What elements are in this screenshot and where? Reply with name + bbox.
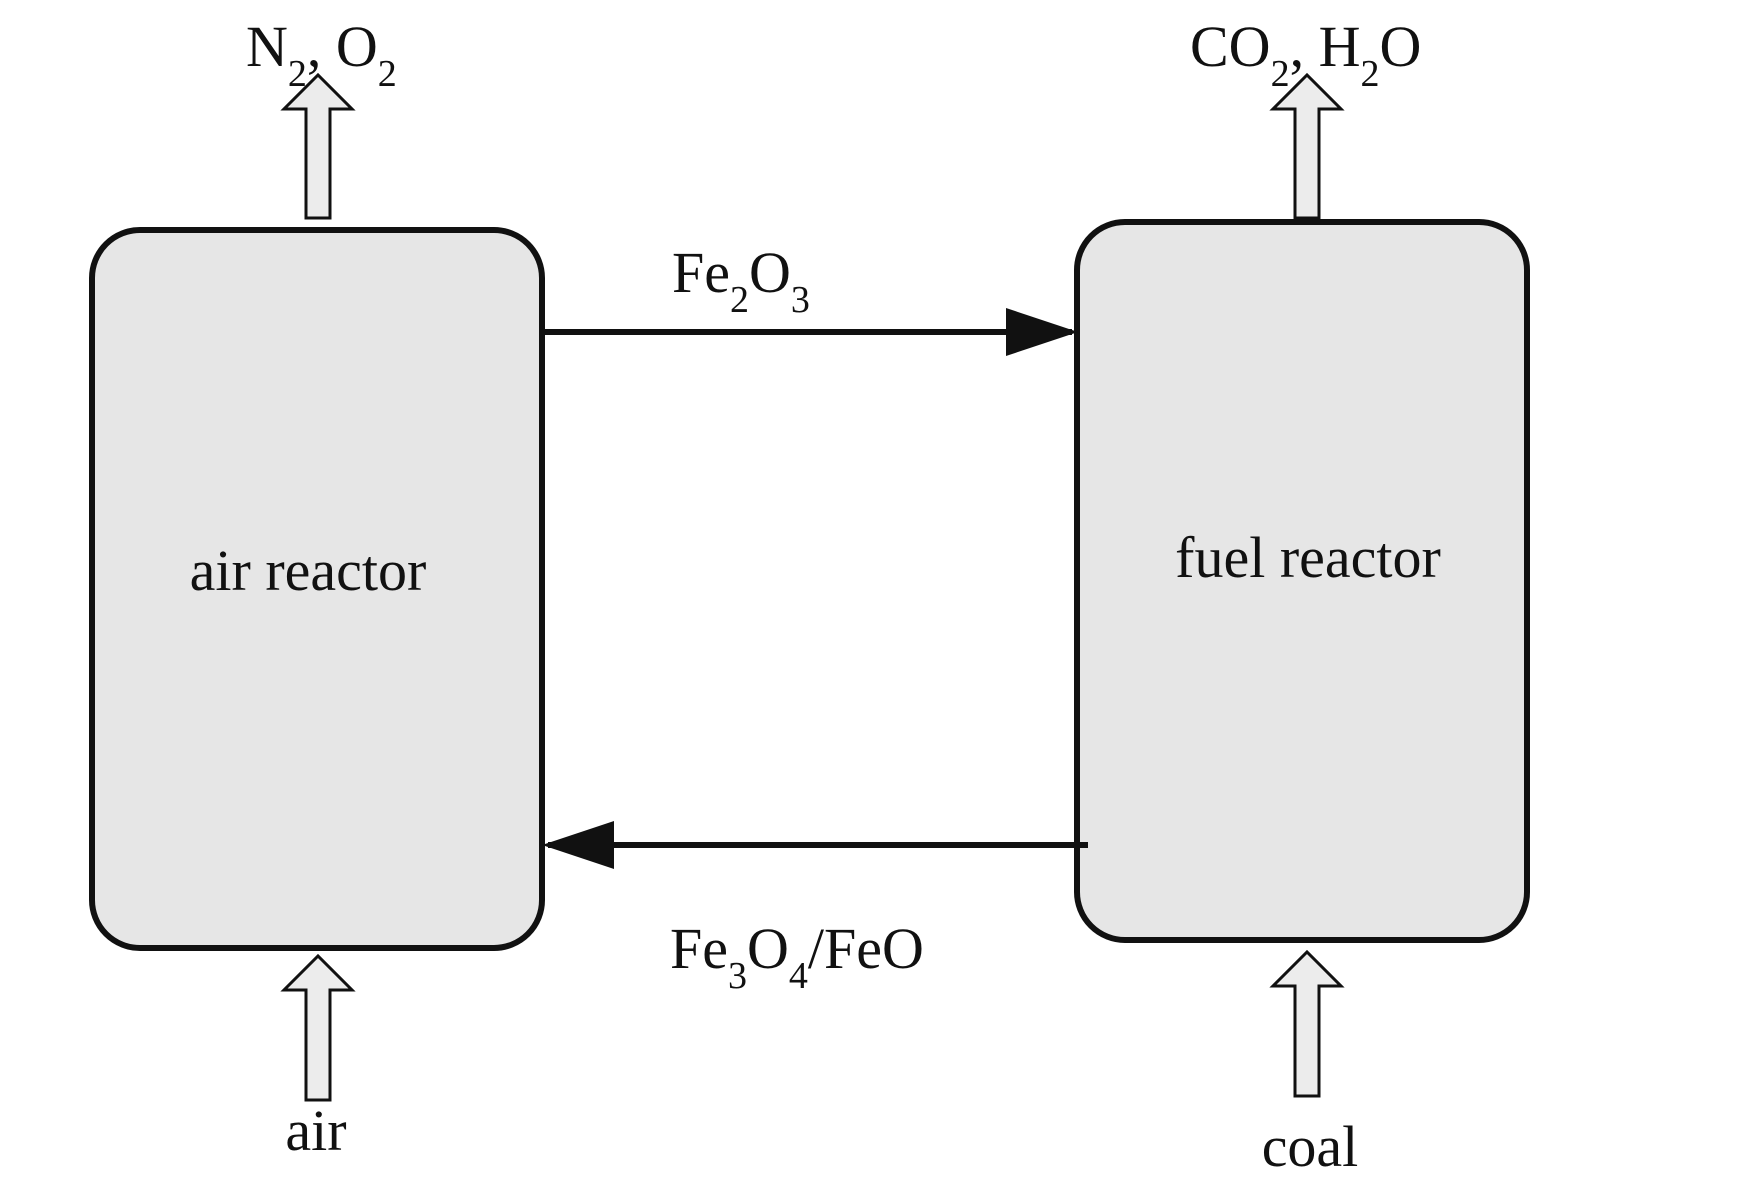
formula-text: O	[749, 240, 791, 305]
fe2o3-label: Fe2O3	[672, 240, 810, 321]
fuel-outlet-arrow	[1269, 72, 1345, 220]
air-reactor-label: air reactor	[190, 538, 427, 603]
fuel-reactor-box	[1074, 219, 1530, 943]
air-outlet-arrow	[280, 72, 356, 220]
fuel-outlet-gas-label: CO2, H2O	[1190, 14, 1421, 95]
formula-text: , O	[307, 14, 378, 79]
formula-subscript: 2	[378, 53, 397, 95]
formula-subscript: 2	[1360, 53, 1379, 95]
formula-text: , H	[1290, 14, 1361, 79]
formula-subscript: 3	[728, 955, 747, 997]
formula-subscript: 2	[730, 279, 749, 321]
formula-text: /FeO	[808, 916, 924, 981]
coal-inlet-label: coal	[1262, 1114, 1359, 1179]
formula-subscript: 4	[789, 955, 808, 997]
fuel-reactor-label: fuel reactor	[1175, 525, 1441, 590]
fuel-reactor: fuel reactor	[1074, 219, 1530, 943]
coal-inlet-arrow	[1269, 949, 1345, 1098]
formula-text: O	[1379, 14, 1421, 79]
air-reactor-box	[89, 227, 545, 951]
air-inlet-label: air	[285, 1098, 346, 1163]
formula-text: Fe	[672, 240, 730, 305]
formula-text: O	[747, 916, 789, 981]
formula-subscript: 2	[1271, 53, 1290, 95]
air-outlet-gas-label: N2, O2	[246, 14, 397, 95]
formula-subscript: 3	[791, 279, 810, 321]
formula-subscript: 2	[288, 53, 307, 95]
fe3o4-feo-label: Fe3O4/FeO	[670, 916, 924, 997]
formula-text: N	[246, 14, 288, 79]
formula-text: CO	[1190, 14, 1271, 79]
formula-text: Fe	[670, 916, 728, 981]
air-inlet-arrow	[280, 953, 356, 1102]
air-reactor: air reactor	[89, 227, 545, 951]
